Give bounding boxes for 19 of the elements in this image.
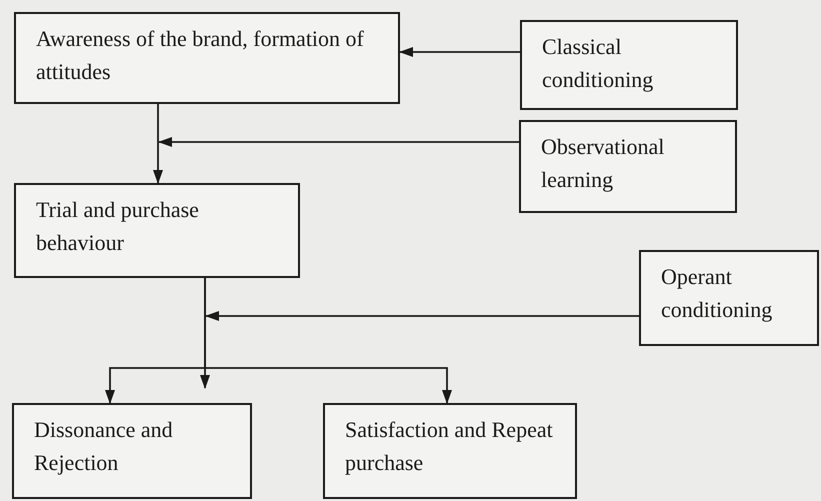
arrow xyxy=(153,104,163,184)
box-text: Awareness of the brand, formation of attitudes xyxy=(36,25,365,86)
arrow xyxy=(158,137,519,147)
process-box xyxy=(519,120,737,213)
process-box xyxy=(12,403,252,499)
process-box xyxy=(14,12,400,104)
arrow xyxy=(204,278,452,404)
process-box xyxy=(520,20,738,110)
box-text: Dissonance and Rejection xyxy=(34,416,174,477)
process-box xyxy=(639,250,819,346)
box-text: Trial and purchase behaviour xyxy=(36,196,200,257)
process-box xyxy=(14,183,300,278)
box-text: Satisfaction and Repeat purchase xyxy=(345,416,554,477)
arrow xyxy=(205,311,639,321)
arrow xyxy=(399,47,520,57)
box-text: Observational learning xyxy=(541,133,666,194)
process-box xyxy=(323,403,577,499)
box-text: Operant conditioning xyxy=(661,263,774,324)
box-text: Classical conditioning xyxy=(542,33,654,94)
